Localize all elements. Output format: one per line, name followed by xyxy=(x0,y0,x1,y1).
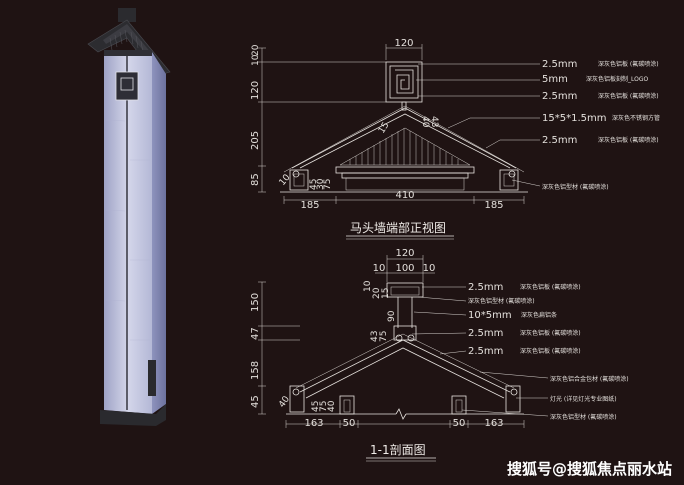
front-dim-bottom-right: 185 xyxy=(484,200,503,211)
section-dim-small-2: 10 xyxy=(363,280,373,292)
front-note-1-size: 5mm xyxy=(542,74,568,85)
front-dim-v-10: 10 xyxy=(251,54,261,66)
section-view: 120 10 100 10 150 47 158 45 15 20 10 43 … xyxy=(250,248,629,462)
front-note-3-text: 深灰色不锈钢方管 xyxy=(612,114,660,122)
front-note-0-text: 深灰色铝板 (氟碳喷涂) xyxy=(598,60,659,68)
pillar-side-face xyxy=(152,52,166,414)
section-view-title: 1-1剖面图 xyxy=(370,443,426,457)
front-dim-v-20: 20 xyxy=(251,44,261,56)
section-dim-top-part-right: 10 xyxy=(423,263,436,274)
pillar-base xyxy=(100,404,166,426)
section-notes: 2.5mm 深灰色铝板 (氟碳喷涂) 深灰色铝型材 (氟碳喷涂) 10*5mm … xyxy=(468,282,629,421)
front-hatch xyxy=(349,128,459,165)
front-notes: 2.5mm 深灰色铝板 (氟碳喷涂) 5mm 深灰色铝板刻制_LOGO 2.5m… xyxy=(542,59,660,191)
section-note-0-text: 深灰色铝板 (氟碳喷涂) xyxy=(520,283,581,291)
front-view-title: 马头墙端部正视图 xyxy=(350,220,446,235)
section-note-3-size: 2.5mm xyxy=(468,328,503,339)
section-dim-top-part-mid: 100 xyxy=(395,263,414,274)
section-note-4-size: 2.5mm xyxy=(468,346,503,357)
front-dim-bottom-left: 185 xyxy=(300,200,319,211)
section-dim-bottom-2: 50 xyxy=(453,418,466,429)
section-dim-top-part-left: 10 xyxy=(373,263,386,274)
section-dim-v-150: 150 xyxy=(250,293,261,312)
front-dim-small-45: 45 xyxy=(309,179,319,190)
section-dim-v-158: 158 xyxy=(250,361,261,380)
pillar-front-face xyxy=(104,52,152,414)
front-note-2-size: 2.5mm xyxy=(542,91,577,102)
pillar-rendering xyxy=(87,8,171,426)
section-dim-small-7: 75 xyxy=(319,401,329,412)
front-dim-top-width: 120 xyxy=(394,38,413,49)
front-note-0-size: 2.5mm xyxy=(542,59,577,70)
section-note-6-text: 灯光 (详见灯光专业图纸) xyxy=(550,395,617,403)
section-dim-small-8: 45 xyxy=(311,401,321,412)
section-dim-small-4: 75 xyxy=(379,331,389,342)
section-note-2-size: 10*5mm xyxy=(468,310,512,321)
front-note-1-text: 深灰色铝板刻制_LOGO xyxy=(586,75,649,83)
section-note-2-text: 深灰色扁铝条 xyxy=(521,311,557,319)
roof-ridge xyxy=(103,24,152,56)
section-dim-small-3: 43 xyxy=(370,331,380,342)
section-dim-v-45: 45 xyxy=(250,395,261,408)
front-dim-small-15: 15 xyxy=(377,121,392,136)
front-dim-bottom-center: 410 xyxy=(395,190,414,201)
pillar-logo-plaque xyxy=(115,71,139,101)
section-dim-small-5: 90 xyxy=(387,310,397,322)
section-note-3-text: 深灰色铝板 (氟碳喷涂) xyxy=(520,329,581,337)
front-dim-small-40: 40 xyxy=(420,116,430,128)
front-note-3-size: 15*5*1.5mm xyxy=(542,113,606,124)
section-dim-v-47: 47 xyxy=(250,327,261,340)
section-dim-top-width: 120 xyxy=(395,248,414,259)
front-dim-small-43: 43 xyxy=(429,116,439,127)
front-dim-small-75: 75 xyxy=(323,179,333,190)
front-dim-small-10: 10 xyxy=(278,173,293,188)
front-dim-v-120: 120 xyxy=(250,81,261,100)
section-dim-small-1: 20 xyxy=(372,287,382,299)
front-elevation: 120 120 10 20 205 85 15 40 43 75 30 45 1… xyxy=(250,38,660,240)
section-note-5-text: 深灰色铝合金包材 (氟碳喷涂) xyxy=(550,375,629,383)
roof-chimney xyxy=(118,8,136,22)
section-note-4-text: 深灰色铝板 (氟碳喷涂) xyxy=(520,347,581,355)
section-dim-bottom-0: 163 xyxy=(304,418,323,429)
front-note-4-size: 2.5mm xyxy=(542,135,577,146)
section-dim-small-0: 15 xyxy=(381,288,391,299)
front-dim-v-85: 85 xyxy=(250,173,261,186)
front-dim-v-205: 205 xyxy=(250,131,261,150)
front-note-5-text: 深灰色铝型材 (氟碳喷涂) xyxy=(542,183,609,191)
front-note-2-text: 深灰色铝板 (氟碳喷涂) xyxy=(598,92,659,100)
watermark-text: 搜狐号@搜狐焦点丽水站 xyxy=(507,460,672,478)
front-logo-pattern xyxy=(395,69,414,94)
section-note-0-size: 2.5mm xyxy=(468,282,503,293)
front-note-4-text: 深灰色铝板 (氟碳喷涂) xyxy=(598,136,659,144)
section-dim-bottom-1: 50 xyxy=(343,418,356,429)
section-note-1-text: 深灰色铝型材 (氟碳喷涂) xyxy=(468,297,535,305)
roof-tiles xyxy=(109,29,144,54)
section-dim-bottom-3: 163 xyxy=(484,418,503,429)
section-note-7-text: 深灰色铝型材 (氟碳喷涂) xyxy=(550,413,617,421)
section-dim-small-6: 40 xyxy=(327,400,337,412)
front-dim-small-30: 30 xyxy=(316,178,326,190)
